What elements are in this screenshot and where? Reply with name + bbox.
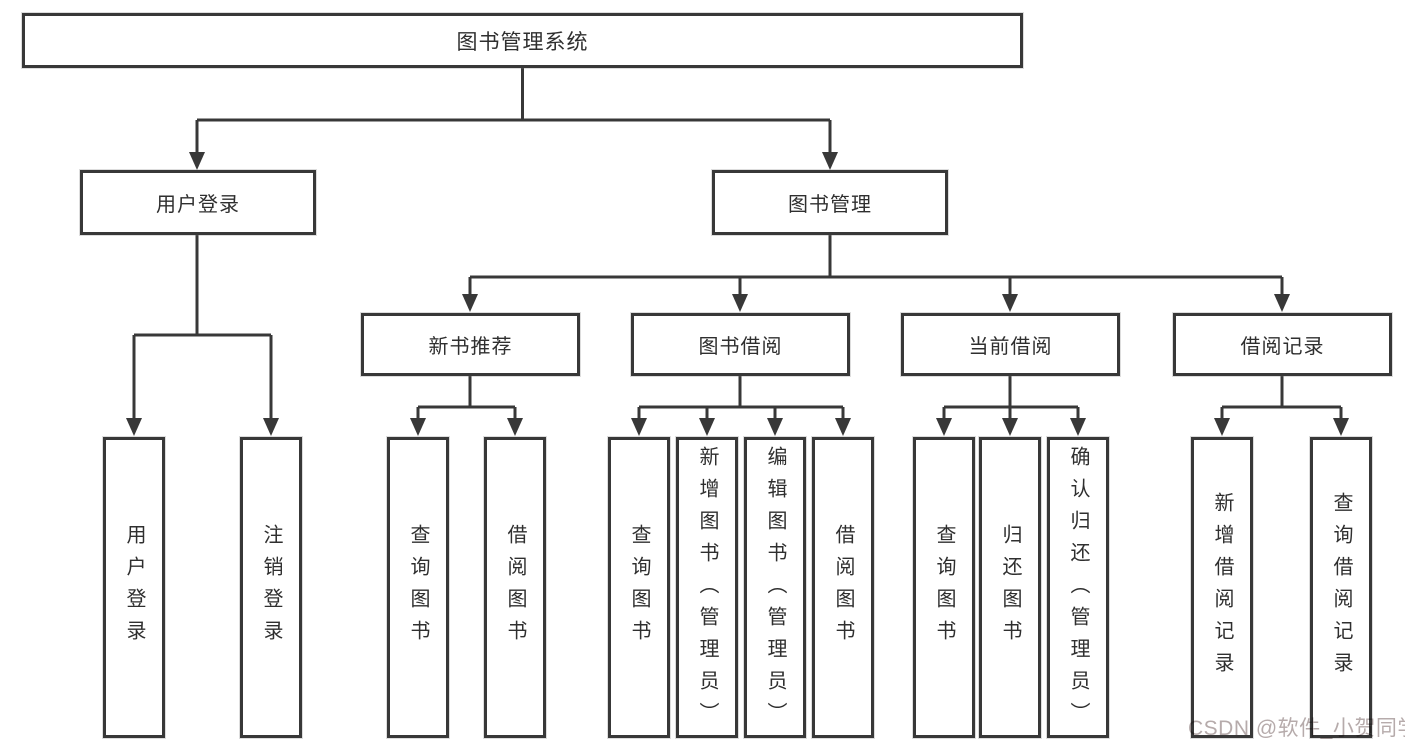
leaf-add-books-admin: 新增图书（管理员） <box>676 437 738 738</box>
arrowheads-borrow-records <box>1214 418 1349 436</box>
arrow-down-icon <box>507 418 523 436</box>
node-label: 确认归还（管理员） <box>1067 446 1089 734</box>
leaf-query-books-1: 查询图书 <box>387 437 449 738</box>
connector-book-mgmt-children <box>468 233 1284 297</box>
arrow-down-icon <box>732 294 748 312</box>
node-label: 新增图书（管理员） <box>696 446 718 734</box>
arrow-down-icon <box>263 418 279 436</box>
node-label: 查询借阅记录 <box>1330 491 1352 684</box>
arrow-down-icon <box>189 152 205 170</box>
leaf-borrow-books-1: 借阅图书 <box>484 437 546 738</box>
node-label: 借阅图书 <box>832 523 854 652</box>
arrow-down-icon <box>1070 418 1086 436</box>
connector-root-to-level2 <box>195 66 832 154</box>
arrow-down-icon <box>126 418 142 436</box>
node-borrow-records: 借阅记录 <box>1173 313 1392 376</box>
arrow-down-icon <box>1333 418 1349 436</box>
arrow-down-icon <box>410 418 426 436</box>
connector-current-borrow-children <box>942 374 1080 420</box>
csdn-watermark: CSDN @软件_小贺同学 <box>1188 717 1405 740</box>
node-label: 编辑图书（管理员） <box>764 446 786 734</box>
node-label: 当前借阅 <box>968 336 1053 358</box>
node-new-book-recommend: 新书推荐 <box>361 313 580 376</box>
leaf-query-borrow-record: 查询借阅记录 <box>1310 437 1372 738</box>
node-library-management-system: 图书管理系统 <box>22 13 1023 68</box>
arrowheads-user-login <box>126 418 279 436</box>
node-book-borrow: 图书借阅 <box>631 313 850 376</box>
arrow-down-icon <box>1214 418 1230 436</box>
arrow-down-icon <box>936 418 952 436</box>
node-label: 归还图书 <box>999 523 1021 652</box>
node-label: 图书借阅 <box>698 336 783 358</box>
arrow-down-icon <box>1002 418 1018 436</box>
node-label: 用户登录 <box>156 194 240 216</box>
arrow-down-icon <box>835 418 851 436</box>
connector-user-login-children <box>132 233 273 420</box>
arrowheads-level3 <box>462 294 1290 312</box>
node-label: 借阅图书 <box>504 523 526 652</box>
arrow-down-icon <box>767 418 783 436</box>
connector-borrow-records-children <box>1220 374 1343 420</box>
leaf-query-books-2: 查询图书 <box>608 437 670 738</box>
node-current-borrow: 当前借阅 <box>901 313 1120 376</box>
arrow-down-icon <box>822 152 838 170</box>
arrow-down-icon <box>631 418 647 436</box>
node-label: 新增借阅记录 <box>1211 491 1233 684</box>
node-label: 查询图书 <box>933 523 955 652</box>
leaf-add-borrow-record: 新增借阅记录 <box>1191 437 1253 738</box>
arrowheads-level2 <box>189 152 838 170</box>
node-label: 查询图书 <box>407 523 429 652</box>
leaf-query-books-3: 查询图书 <box>913 437 975 738</box>
leaf-confirm-return-admin: 确认归还（管理员） <box>1047 437 1109 738</box>
arrow-down-icon <box>699 418 715 436</box>
leaf-return-books: 归还图书 <box>979 437 1041 738</box>
leaf-logout: 注销登录 <box>240 437 302 738</box>
node-label: 借阅记录 <box>1240 336 1325 358</box>
node-label: 用户登录 <box>123 523 145 652</box>
node-label: 图书管理系统 <box>456 30 589 54</box>
node-book-management: 图书管理 <box>712 170 948 235</box>
connector-new-book-children <box>416 374 517 420</box>
leaf-user-login: 用户登录 <box>103 437 165 738</box>
connector-book-borrow-children <box>637 374 845 420</box>
node-label: 注销登录 <box>260 523 282 652</box>
leaf-borrow-books-2: 借阅图书 <box>812 437 874 738</box>
arrowheads-new-book <box>410 418 523 436</box>
arrow-down-icon <box>1002 294 1018 312</box>
arrowheads-book-borrow <box>631 418 851 436</box>
node-label: 新书推荐 <box>428 336 513 358</box>
node-label: 图书管理 <box>788 194 872 216</box>
node-user-login-branch: 用户登录 <box>80 170 316 235</box>
node-label: 查询图书 <box>628 523 650 652</box>
arrowheads-current-borrow <box>936 418 1086 436</box>
arrow-down-icon <box>1274 294 1290 312</box>
arrow-down-icon <box>462 294 478 312</box>
leaf-edit-books-admin: 编辑图书（管理员） <box>744 437 806 738</box>
